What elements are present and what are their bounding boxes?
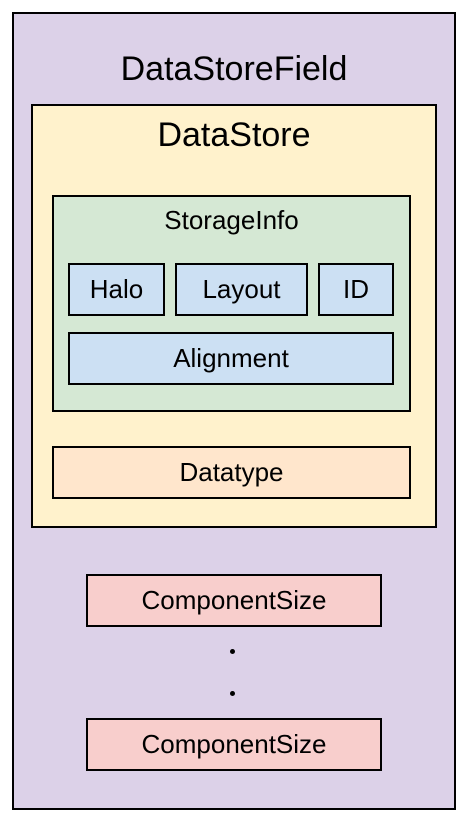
alignment-box: Alignment	[68, 332, 394, 385]
ellipsis-dot-1	[230, 649, 235, 654]
layout-box: Layout	[175, 263, 308, 316]
datastorefield-title: DataStoreField	[120, 50, 348, 88]
storageinfo-title: StorageInfo	[164, 205, 299, 235]
componentsize-box-first: ComponentSize	[86, 574, 382, 627]
halo-box: Halo	[68, 263, 165, 316]
componentsize-box-last: ComponentSize	[86, 718, 382, 771]
id-box: ID	[318, 263, 394, 316]
datatype-box: Datatype	[52, 446, 411, 499]
datastore-title: DataStore	[157, 116, 311, 154]
ellipsis-dot-2	[230, 691, 235, 696]
